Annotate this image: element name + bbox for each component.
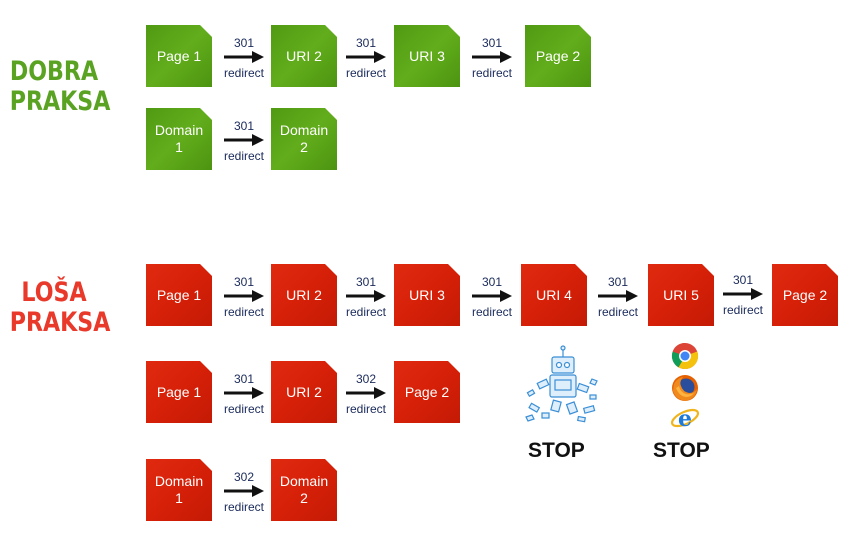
bad-row1-connector-5: 301 redirect	[713, 273, 773, 323]
internet-explorer-icon: e	[670, 406, 700, 432]
box-label: Domain 2	[279, 122, 329, 155]
connector-label: redirect	[223, 500, 264, 514]
good-title-line2: PRAKSA	[9, 86, 111, 117]
connector-label: redirect	[345, 305, 386, 319]
connector-label: redirect	[223, 402, 264, 416]
connector-code: 301	[233, 275, 255, 289]
bad-title-line1: LOŠA	[21, 277, 87, 308]
arrow-right-icon	[472, 51, 512, 63]
connector-code: 302	[355, 372, 377, 386]
bad-row1-connector-1: 301 redirect	[214, 275, 274, 325]
svg-text:e: e	[678, 406, 692, 432]
connector-code: 302	[233, 470, 255, 484]
arrow-right-icon	[346, 51, 386, 63]
connector-code: 301	[355, 275, 377, 289]
good-row1-box-3: URI 3	[394, 25, 460, 87]
arrow-right-icon	[723, 288, 763, 300]
bad-row1-box-4: URI 4	[521, 264, 587, 326]
bad-row1-connector-3: 301 redirect	[462, 275, 522, 325]
connector-code: 301	[481, 36, 503, 50]
bad-row3-box-2: Domain 2	[271, 459, 337, 521]
good-row2-connector-1: 301 redirect	[214, 119, 274, 169]
connector-code: 301	[233, 372, 255, 386]
arrow-right-icon	[346, 387, 386, 399]
box-label: Domain 1	[154, 473, 204, 506]
connector-label: redirect	[345, 66, 386, 80]
bad-row1-box-1: Page 1	[146, 264, 212, 326]
connector-label: redirect	[471, 66, 512, 80]
arrow-right-icon	[346, 290, 386, 302]
connector-label: redirect	[223, 149, 264, 163]
good-row1-connector-2: 301 redirect	[336, 36, 396, 86]
firefox-icon	[672, 375, 698, 401]
bad-row2-connector-2: 302 redirect	[336, 372, 396, 422]
connector-label: redirect	[223, 305, 264, 319]
crawler-stop-label: STOP	[528, 439, 585, 462]
bad-row1-connector-4: 301 redirect	[588, 275, 648, 325]
arrow-right-icon	[598, 290, 638, 302]
connector-code: 301	[355, 36, 377, 50]
connector-label: redirect	[597, 305, 638, 319]
arrow-right-icon	[224, 134, 264, 146]
good-title-line1: DOBRA	[9, 56, 99, 87]
arrow-right-icon	[472, 290, 512, 302]
bad-row1-box-6: Page 2	[772, 264, 838, 326]
good-row1-connector-1: 301 redirect	[214, 36, 274, 86]
connector-code: 301	[233, 36, 255, 50]
arrow-right-icon	[224, 485, 264, 497]
bad-title-line2: PRAKSA	[9, 307, 111, 338]
connector-label: redirect	[471, 305, 512, 319]
connector-code: 301	[732, 273, 754, 287]
good-practice-title: DOBRA PRAKSA	[9, 56, 111, 117]
connector-label: redirect	[223, 66, 264, 80]
box-label: Domain 2	[279, 473, 329, 506]
good-row1-box-4: Page 2	[525, 25, 591, 87]
bad-row3-box-1: Domain 1	[146, 459, 212, 521]
bad-row1-box-2: URI 2	[271, 264, 337, 326]
connector-code: 301	[607, 275, 629, 289]
bad-practice-title: LOŠA PRAKSA	[9, 277, 111, 338]
bad-row1-box-5: URI 5	[648, 264, 714, 326]
good-row1-connector-3: 301 redirect	[462, 36, 522, 86]
good-row1-box-1: Page 1	[146, 25, 212, 87]
box-label: Domain 1	[154, 122, 204, 155]
connector-code: 301	[233, 119, 255, 133]
arrow-right-icon	[224, 387, 264, 399]
good-row1-box-2: URI 2	[271, 25, 337, 87]
arrow-right-icon	[224, 290, 264, 302]
connector-label: redirect	[722, 303, 763, 317]
connector-label: redirect	[345, 402, 386, 416]
good-row2-box-2: Domain 2	[271, 108, 337, 170]
broken-robot-icon	[525, 345, 598, 423]
arrow-right-icon	[224, 51, 264, 63]
connector-code: 301	[481, 275, 503, 289]
bad-row2-box-1: Page 1	[146, 361, 212, 423]
chrome-icon	[671, 342, 699, 370]
browser-stop-label: STOP	[653, 439, 710, 462]
bad-row1-connector-2: 301 redirect	[336, 275, 396, 325]
bad-row3-connector-1: 302 redirect	[214, 470, 274, 520]
bad-row1-box-3: URI 3	[394, 264, 460, 326]
bad-row2-box-3: Page 2	[394, 361, 460, 423]
bad-row2-connector-1: 301 redirect	[214, 372, 274, 422]
bad-row2-box-2: URI 2	[271, 361, 337, 423]
good-row2-box-1: Domain 1	[146, 108, 212, 170]
